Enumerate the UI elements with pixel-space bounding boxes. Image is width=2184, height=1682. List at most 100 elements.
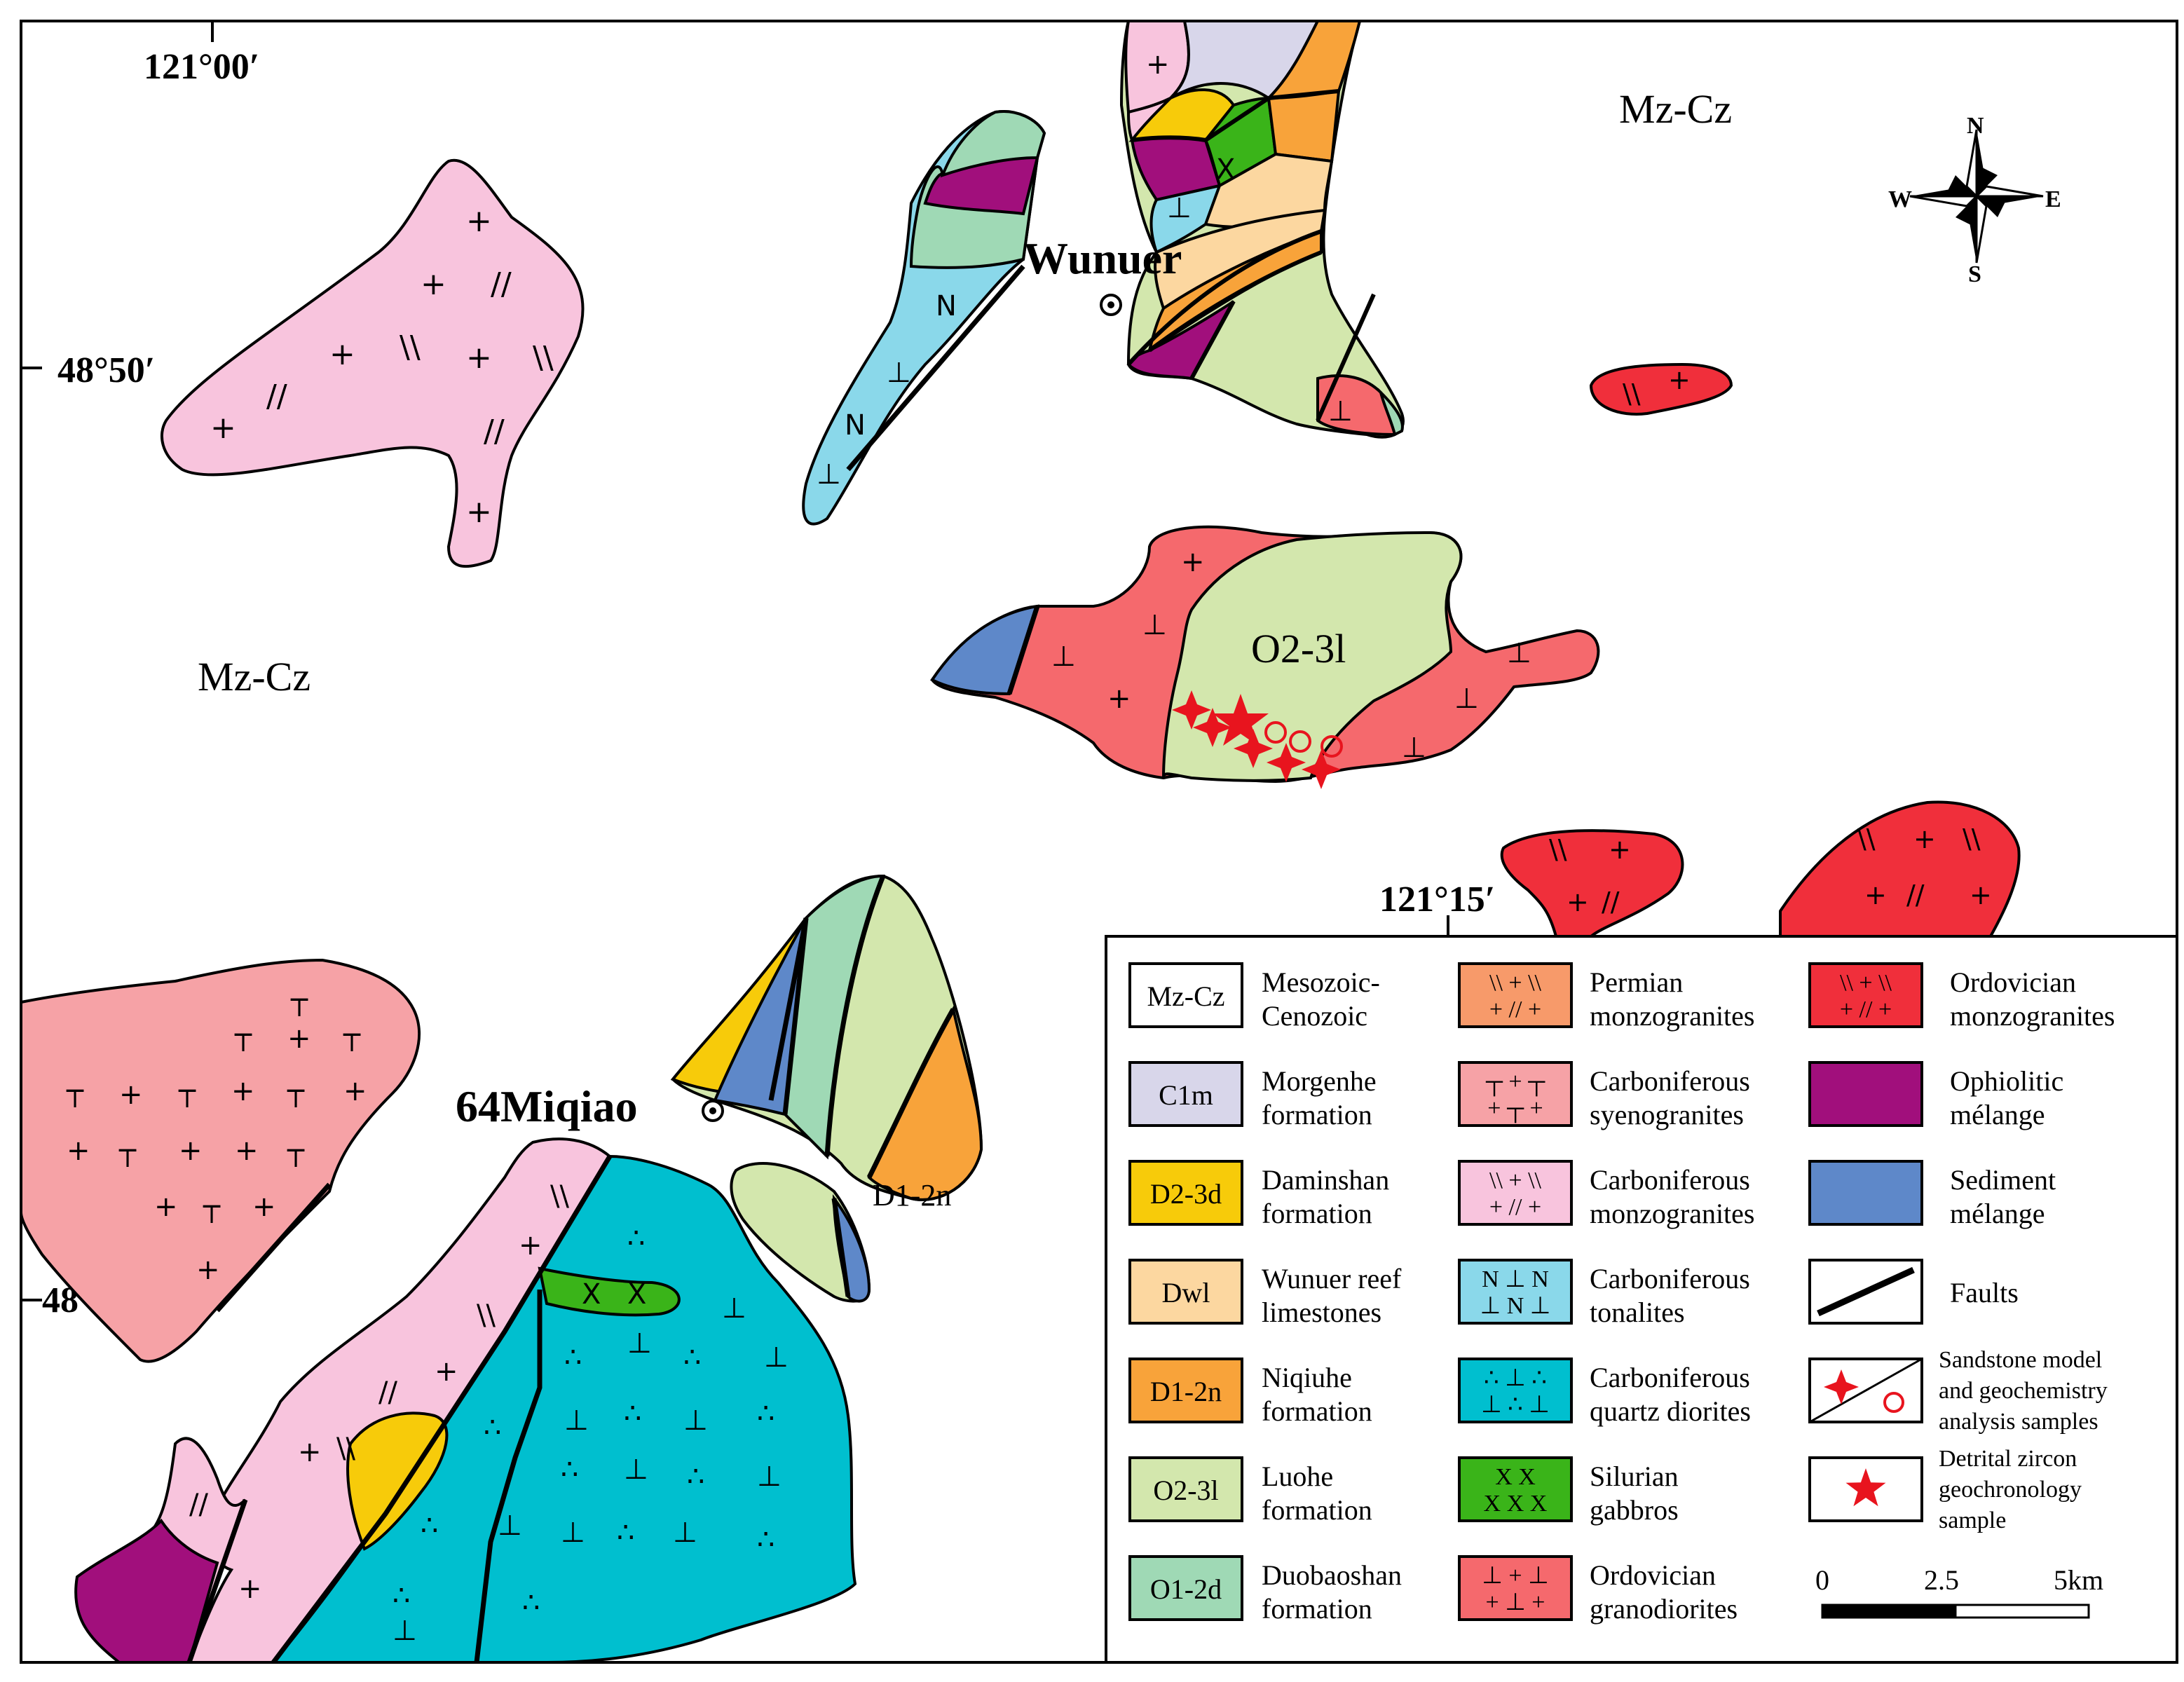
svg-text:∴: ∴ — [484, 1411, 501, 1444]
svg-text:∴: ∴ — [617, 1517, 634, 1549]
coordinate-ticks — [21, 21, 1449, 1301]
legend-symbol: + ┬ + — [1487, 1095, 1543, 1123]
svg-text:∴: ∴ — [687, 1461, 704, 1493]
legend-code: D1-2n — [1150, 1376, 1222, 1407]
svg-text:⊥: ⊥ — [764, 1341, 789, 1374]
svg-text://: // — [378, 1376, 397, 1409]
svg-text:\\: \\ — [400, 329, 421, 365]
map-frame — [20, 20, 2178, 1664]
legend-label: formation — [1262, 1395, 1372, 1427]
legend-label: sample — [1939, 1507, 2006, 1533]
svg-text:+: + — [1970, 880, 1992, 910]
svg-text:+: + — [466, 203, 492, 239]
svg-text:┬: ┬ — [234, 1019, 252, 1052]
unit-tonalite-north: N ⊥ N ⊥ — [802, 110, 1046, 526]
svg-text://: // — [491, 266, 512, 302]
mzcz-label-w: Mz-Cz — [198, 654, 310, 699]
svg-text:+: + — [287, 1023, 311, 1055]
legend-item-zircon: Detrital zircon geochronology sample — [1808, 1446, 2082, 1533]
legend-code: D2-3d — [1150, 1178, 1222, 1210]
legend-label: monzogranites — [1590, 1198, 1755, 1229]
compass-rose — [1909, 129, 2044, 264]
svg-text:\\: \\ — [550, 1180, 569, 1212]
lon-label-mid: 121°15′ — [1379, 880, 1495, 919]
legend-code: C1m — [1159, 1079, 1213, 1111]
legend-label: Silurian — [1590, 1461, 1679, 1492]
legend-label: Detrital zircon — [1939, 1446, 2077, 1472]
svg-text:∴: ∴ — [757, 1524, 774, 1556]
svg-text:┬: ┬ — [290, 984, 308, 1017]
svg-text:∴: ∴ — [683, 1341, 701, 1374]
legend-label: gabbros — [1590, 1494, 1679, 1526]
svg-text:⊥: ⊥ — [1167, 192, 1192, 224]
legend-symbol: ┬ + ┬ — [1485, 1069, 1545, 1097]
svg-text:+: + — [1567, 887, 1589, 917]
svg-text:⊥: ⊥ — [1051, 641, 1076, 673]
legend-label: Luohe — [1262, 1461, 1333, 1492]
svg-text://: // — [189, 1489, 208, 1521]
svg-text://: // — [266, 378, 287, 414]
scale-tick-label: 2.5 — [1924, 1564, 1959, 1596]
legend-label: Carboniferous — [1590, 1164, 1750, 1196]
svg-text:+: + — [235, 1135, 259, 1167]
lat-label-upper: 48°50′ — [57, 350, 155, 390]
legend-label: mélange — [1950, 1198, 2045, 1229]
svg-text:⊥: ⊥ — [561, 1517, 585, 1549]
svg-text:∴: ∴ — [627, 1222, 645, 1254]
unit-carb-monzogranite-nw: + + // + \\ + \\ // + // + — [161, 158, 585, 568]
legend-label: Morgenhe — [1262, 1065, 1377, 1097]
legend-label: limestones — [1262, 1297, 1381, 1328]
legend-symbol: ⊥ N ⊥ — [1480, 1293, 1551, 1319]
svg-text:⊥: ⊥ — [498, 1510, 522, 1542]
svg-text:┬: ┬ — [287, 1135, 305, 1168]
svg-text:\\: \\ — [1623, 378, 1641, 409]
svg-text:⊥: ⊥ — [817, 458, 841, 491]
svg-text:+: + — [1107, 683, 1131, 715]
svg-text:+: + — [421, 266, 446, 302]
legend-label: geochronology — [1939, 1477, 2082, 1503]
compass-s: S — [1968, 261, 1981, 287]
svg-text:\\: \\ — [1963, 823, 1981, 854]
legend-symbol: X X — [1495, 1464, 1536, 1490]
svg-text:+: + — [231, 1075, 255, 1107]
legend-label: monzogranites — [1590, 1000, 1755, 1032]
svg-text:X: X — [1216, 153, 1235, 186]
niqiuhe-code-label: D1-2n — [873, 1178, 951, 1212]
legend-label: Duobaoshan — [1262, 1559, 1402, 1591]
svg-text:+: + — [466, 494, 492, 530]
svg-text:┬: ┬ — [66, 1075, 84, 1108]
svg-text:\\: \\ — [533, 340, 554, 376]
svg-text:X: X — [627, 1278, 646, 1311]
legend-code: Mz-Cz — [1147, 980, 1224, 1012]
svg-text:⊥: ⊥ — [673, 1517, 697, 1549]
svg-text:⊥: ⊥ — [1402, 732, 1426, 764]
svg-text:∴: ∴ — [522, 1587, 540, 1619]
svg-text:\\: \\ — [1549, 834, 1567, 865]
svg-text:┬: ┬ — [343, 1019, 361, 1052]
legend-label: Cenozoic — [1262, 1000, 1367, 1032]
svg-text:∴: ∴ — [624, 1397, 641, 1430]
legend-label: Niqiuhe — [1262, 1362, 1352, 1393]
svg-text:N: N — [845, 409, 866, 442]
legend-label: Sediment — [1950, 1164, 2056, 1196]
legend-symbol: \\ + \\ — [1840, 970, 1892, 996]
svg-text:┬: ┬ — [118, 1135, 137, 1168]
svg-text:⊥: ⊥ — [624, 1454, 648, 1486]
svg-text:∴: ∴ — [564, 1341, 582, 1374]
legend-symbol: X X X — [1484, 1491, 1548, 1517]
svg-text:\\: \\ — [336, 1433, 355, 1465]
svg-text:+: + — [298, 1436, 322, 1468]
legend-label: Carboniferous — [1590, 1065, 1750, 1097]
